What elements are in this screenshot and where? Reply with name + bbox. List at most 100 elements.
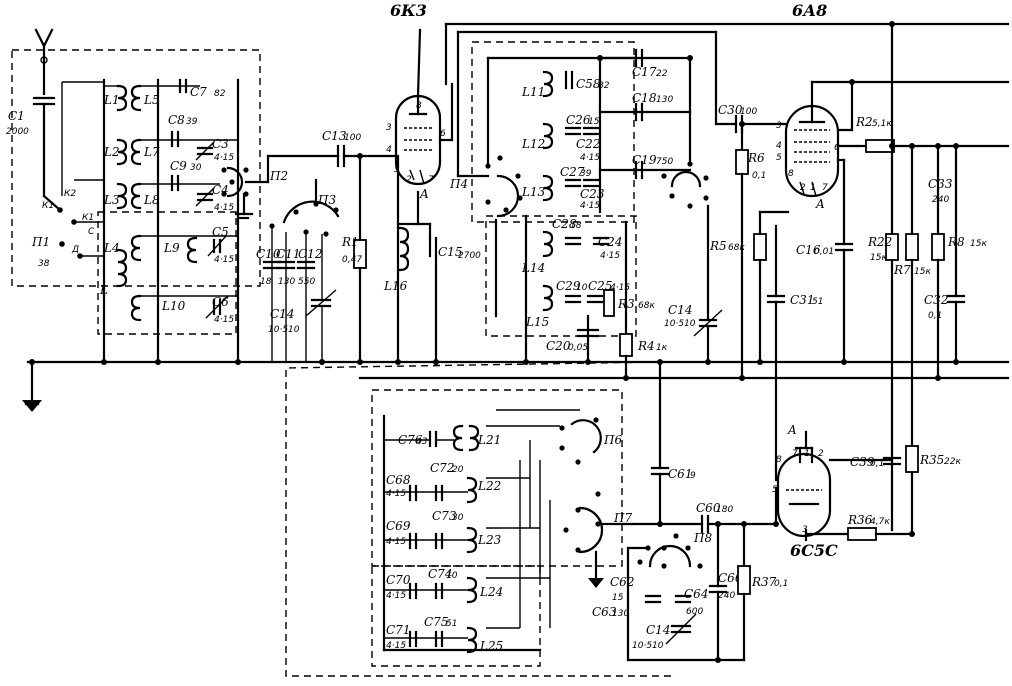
c14-osc-label: C14	[646, 623, 670, 637]
ground-bus	[22, 359, 1010, 412]
coil-l21	[468, 424, 480, 452]
switch-p7-label: П7	[613, 511, 632, 525]
coil-l9-primary	[130, 234, 142, 262]
c33-value: 240	[932, 195, 949, 205]
c23-label: C23	[580, 187, 605, 201]
coil-l9-label: L9	[163, 241, 180, 255]
c63-value: 130	[612, 609, 629, 619]
ground-icon	[588, 578, 604, 588]
c17-value: 22	[656, 69, 668, 79]
c31-value: 51	[812, 297, 823, 307]
coil-l12-label: L12	[521, 137, 545, 151]
c61-value: 9	[690, 471, 696, 481]
pin-3: 3	[386, 123, 392, 133]
c-pin-3: 3	[776, 121, 782, 131]
c12-value: 550	[298, 277, 315, 287]
pin-8: 8	[416, 101, 422, 111]
c73-value: 30	[452, 513, 464, 523]
r1-value: 0,47	[342, 255, 362, 265]
coil-l2-label: L2	[103, 145, 120, 159]
c20-label: C20	[546, 339, 571, 353]
osc-plate-a: A	[787, 423, 797, 437]
coil-l21b	[452, 424, 464, 452]
c11-label: C11	[276, 247, 300, 261]
c33-label: C33	[928, 177, 953, 191]
coil-l8-label: L8	[143, 193, 160, 207]
switch-p2-wafer	[226, 166, 244, 198]
converter-plate-a: A	[815, 197, 825, 211]
c10-value: 18	[260, 277, 272, 287]
antenna: C1 2000	[6, 28, 56, 198]
c1-label: C1	[8, 109, 25, 123]
c71-label: C71	[386, 623, 410, 637]
r5-label: R5	[709, 239, 727, 253]
coil-l8	[130, 182, 142, 210]
r8-value: 15к	[970, 239, 987, 249]
c9-value: 30	[190, 163, 202, 173]
coil-l9	[186, 236, 198, 264]
c27-label: C27	[560, 165, 585, 179]
c29-label: C29	[556, 279, 581, 293]
c16-value: 0,01	[814, 247, 834, 257]
c76-label: C76	[398, 433, 423, 447]
switch-p1-label: П1	[31, 235, 50, 249]
c4-value: 4·15	[214, 203, 234, 213]
c58-label: C58	[576, 77, 601, 91]
c72-label: C72	[430, 461, 454, 475]
c71-value: 4·15	[386, 641, 406, 651]
switch-p4-wafer	[496, 174, 520, 218]
switch-p4-label: П4	[449, 177, 468, 191]
l16-label: L16	[383, 279, 408, 293]
o-pin-1: 1	[804, 449, 810, 459]
coil-l23	[466, 526, 478, 554]
tap-k2: К2	[64, 189, 76, 199]
c20-value: 0,05	[568, 343, 588, 353]
mixer-plate-a: A	[419, 187, 429, 201]
r35-value: 22к	[944, 457, 961, 467]
c75-value: 51	[446, 619, 457, 629]
tap-c: С	[88, 227, 95, 237]
c64-value: 600	[686, 607, 703, 617]
c17-label: C17	[632, 65, 657, 79]
c14-if-label: C14	[668, 303, 692, 317]
coil-l13-label: L13	[521, 185, 546, 199]
c18-label: C18	[632, 91, 657, 105]
c1-value: 2000	[6, 127, 29, 137]
c7-label: C7	[190, 85, 207, 99]
r22-value: 15к	[870, 253, 887, 263]
r7-value: 15к	[914, 267, 931, 277]
coil-l24	[466, 576, 478, 604]
c63-label: C63	[592, 605, 617, 619]
c19-label: C19	[632, 153, 657, 167]
coil-l16	[398, 226, 410, 272]
coil-l1	[116, 84, 128, 112]
c-pin-1: 1	[810, 183, 816, 193]
tube-6k3: 6К3 3 4 5 2 7 8 6 A L16 C15 2700	[383, 1, 481, 364]
coil-l12	[542, 122, 554, 150]
c16-label: C16	[796, 243, 821, 257]
coil-l13	[542, 174, 554, 202]
c14-if-value: 10·510	[664, 319, 696, 329]
c72-value: 20	[452, 465, 464, 475]
tube-6k3-label: 6К3	[390, 1, 427, 20]
c-pin-2: 2	[800, 183, 806, 193]
band-block: П4 C17 22 C18 130 C19 750 L11 C58	[444, 22, 1010, 380]
c5-value: 4·15	[214, 255, 234, 265]
switch-p8-label: П8	[693, 531, 712, 545]
c60-label: C60	[696, 501, 721, 515]
r36-label: R36	[847, 513, 873, 527]
oscillator-block: C76 43 L21 C68 4·15 C72 20 L22 C69 4·15 …	[285, 360, 788, 677]
c6-label: C6	[212, 295, 229, 309]
c39-label: C39	[850, 455, 875, 469]
pin-5: 5	[394, 165, 400, 175]
r4-value: 1к	[656, 343, 668, 353]
switch-p4-right-wafer	[670, 170, 702, 188]
c-pin-6: 6	[834, 143, 840, 153]
c66-label: C66	[718, 571, 743, 585]
r4-label: R4	[637, 339, 655, 353]
c73-label: C73	[432, 509, 457, 523]
c14-value: 10·510	[268, 325, 300, 335]
switch-p1: П1 К1 К2 К1 С Д 38	[31, 189, 104, 269]
coil-l3	[116, 182, 128, 210]
switch-p8-wafer	[648, 544, 692, 568]
